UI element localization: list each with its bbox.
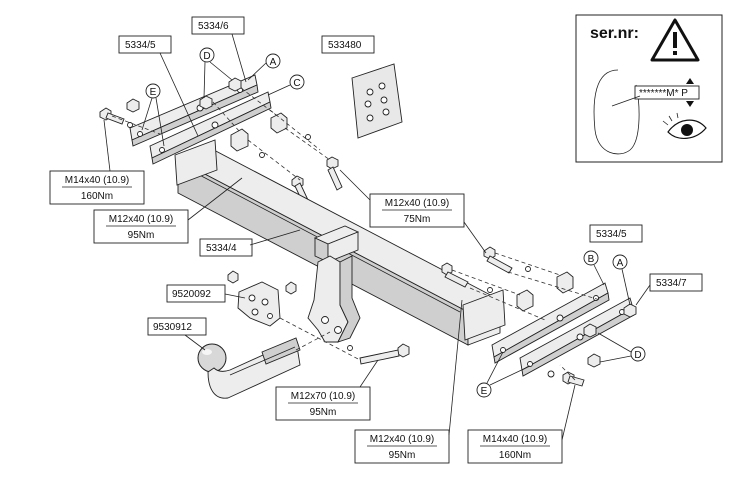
spec-s3-bolt: M12x40 (10.9): [385, 198, 449, 209]
part-labels: 5334/5 5334/6 533480 5334/5 5334/4 5334/…: [118, 16, 703, 351]
serial-number-panel: ser.nr: *******M* P: [575, 14, 723, 163]
letter-a-top: A: [270, 57, 277, 68]
bolt-m14-left: [99, 107, 133, 128]
letter-d-top: D: [203, 51, 210, 62]
serial-code: *******M* P: [639, 88, 688, 99]
label-towball: 9530912: [153, 322, 192, 333]
spec-m14x40-left: M14x40 (10.9) 160Nm: [49, 119, 145, 205]
assembly-lines: [111, 87, 601, 381]
spec-s4-torque: 95Nm: [310, 407, 337, 418]
label-bracket-right: 5334/5: [596, 229, 627, 240]
label-plate-left: 5334/5: [125, 40, 156, 51]
right-mounting-plates: [441, 246, 637, 387]
spec-s5-torque: 95Nm: [389, 450, 416, 461]
serial-plate: [634, 85, 700, 100]
letter-d-right: D: [634, 350, 641, 361]
spec-s6-bolt: M14x40 (10.9): [483, 434, 547, 445]
warning-triangle-icon: [650, 18, 700, 62]
spec-m12x40-bottom: M12x40 (10.9) 95Nm: [354, 299, 463, 464]
spacer-blocks: [230, 112, 311, 158]
spec-s5-bolt: M12x40 (10.9): [370, 434, 434, 445]
spec-s1-torque: 160Nm: [81, 191, 113, 202]
spec-s6-torque: 160Nm: [499, 450, 531, 461]
spec-s1-bolt: M14x40 (10.9): [65, 175, 129, 186]
label-kit: 533480: [328, 40, 362, 51]
letter-e-right: E: [481, 386, 488, 397]
left-mounting-plates: [99, 74, 272, 165]
towball-9530912: [197, 337, 301, 399]
eye-icon: [662, 112, 707, 139]
spec-m12x40-center: M12x40 (10.9) 75Nm: [339, 169, 487, 254]
fastener-kit-bag: [351, 63, 403, 139]
label-beam: 5334/4: [206, 243, 237, 254]
serial-title: ser.nr:: [590, 25, 639, 42]
spec-m14x40-right: M14x40 (10.9) 160Nm: [467, 384, 576, 464]
letter-callouts: A C D E B A D E: [141, 47, 646, 398]
label-plate-right: 5334/7: [656, 278, 687, 289]
label-plate-top: 5334/6: [198, 21, 229, 32]
spec-s2-bolt: M12x40 (10.9): [109, 214, 173, 225]
spec-m12x70: M12x70 (10.9) 95Nm: [275, 359, 379, 421]
letter-e-left: E: [150, 87, 157, 98]
bolt-m14-right: [562, 371, 585, 387]
main-beam: [174, 139, 506, 346]
spec-s4-bolt: M12x70 (10.9): [291, 391, 355, 402]
bolt-m12x70: [347, 343, 410, 365]
label-bracket-small: 9520092: [172, 289, 211, 300]
letter-c-top: C: [293, 78, 300, 89]
letter-b-right: B: [588, 254, 595, 265]
spec-s3-torque: 75Nm: [404, 214, 431, 225]
small-bracket-9520092: [227, 270, 297, 327]
towball-mount-bracket: [307, 255, 361, 343]
letter-a-right: A: [617, 258, 624, 269]
spec-s2-torque: 95Nm: [128, 230, 155, 241]
spec-m12x40-left: M12x40 (10.9) 95Nm: [93, 177, 243, 244]
